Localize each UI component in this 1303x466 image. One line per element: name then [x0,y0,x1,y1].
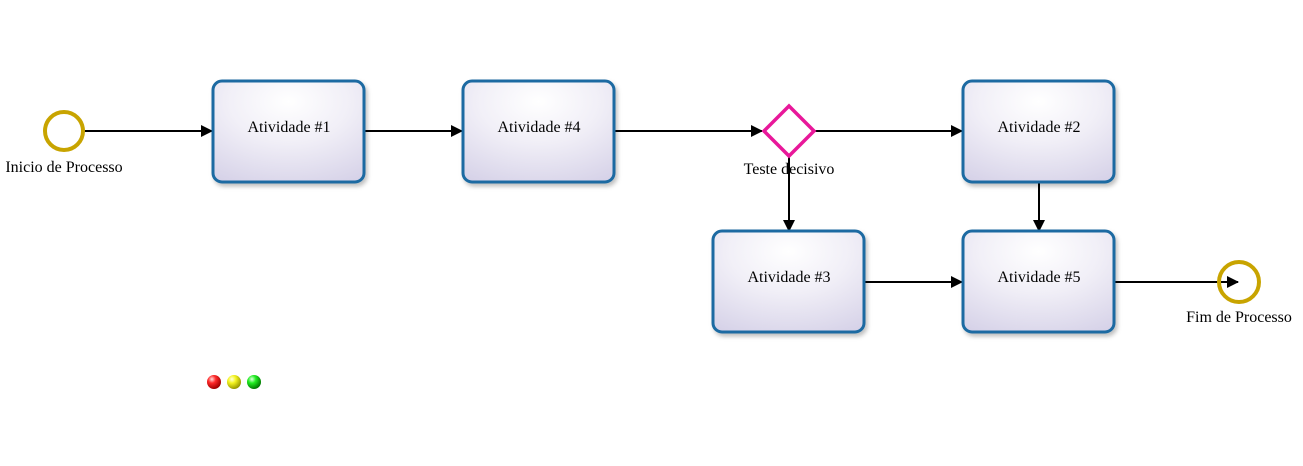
task-atividade-4-box[interactable] [461,79,616,184]
task-atividade-2-box[interactable] [961,79,1116,184]
end-event-circle[interactable] [1217,260,1261,304]
task-atividade-1[interactable]: Atividade #1 [211,79,366,184]
task-atividade-2[interactable]: Atividade #2 [961,79,1116,184]
task-atividade-1-label: Atividade #1 [247,119,330,136]
gateway-diamond[interactable] [761,103,817,159]
task-atividade-5-box[interactable] [961,229,1116,334]
edges [64,125,1239,288]
task-atividade-4[interactable]: Atividade #4 [461,79,616,184]
start-event-label: Inicio de Processo [5,159,122,176]
start-event-circle[interactable] [43,110,85,152]
task-atividade-4-label: Atividade #4 [497,119,580,136]
task-atividade-3-label: Atividade #3 [747,269,830,286]
red-light-icon[interactable] [207,375,221,389]
task-atividade-1-box[interactable] [211,79,366,184]
task-atividade-3[interactable]: Atividade #3 [711,229,866,334]
task-atividade-2-label: Atividade #2 [997,119,1080,136]
yellow-light-icon[interactable] [227,375,241,389]
task-atividade-3-box[interactable] [711,229,866,334]
gateway-label: Teste decisivo [744,161,835,178]
end-event-label: Fim de Processo [1186,309,1292,326]
task-atividade-5[interactable]: Atividade #5 [961,229,1116,334]
gateway-teste-decisivo[interactable]: Teste decisivo [744,103,835,178]
green-light-icon[interactable] [247,375,261,389]
task-atividade-5-label: Atividade #5 [997,269,1080,286]
start-event[interactable]: Inicio de Processo [5,110,123,176]
status-lights [207,375,261,389]
end-event[interactable]: Fim de Processo [1186,260,1292,326]
